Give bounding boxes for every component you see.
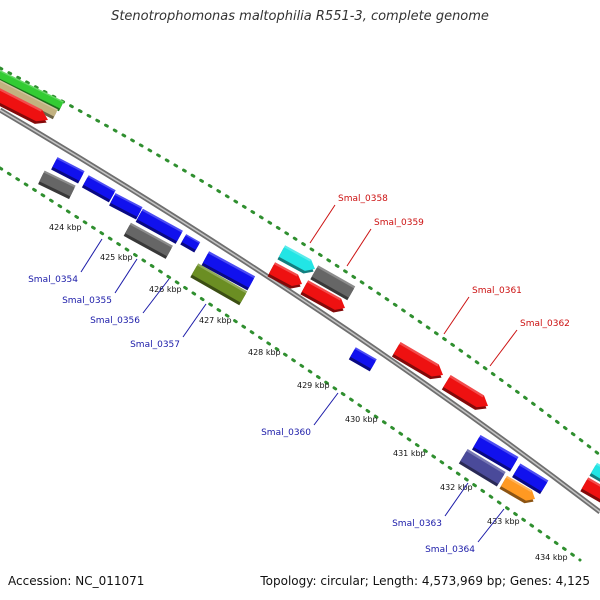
blue-feature-2 [201, 251, 256, 291]
gene-label: Smal_0354 [28, 275, 78, 285]
gene-leader-line [444, 482, 469, 517]
gene-leader-line [313, 392, 339, 426]
gene-label: Smal_0364 [425, 545, 475, 555]
gene-leader-line [346, 228, 372, 267]
gene-label: Smal_0356 [90, 316, 140, 326]
top-left-red-feature [0, 87, 49, 124]
smal-0355-arrow [81, 175, 116, 203]
gene-leader-line [309, 204, 336, 244]
gene-label: Smal_0363 [392, 519, 442, 529]
smal-0354-arrow [51, 157, 85, 184]
smal-0361-arrow [391, 341, 443, 380]
gene-leader-line [114, 258, 138, 294]
gene-label: Smal_0359 [374, 218, 424, 228]
kbp-label: 430 kbp [345, 415, 378, 424]
kbp-label: 434 kbp [535, 553, 568, 562]
kbp-label: 427 kbp [199, 316, 232, 325]
tick-track-outer [0, 66, 600, 457]
smal-0360-arrow [348, 347, 377, 372]
tick-track-inner [0, 166, 582, 562]
top-left-green-feature [0, 68, 64, 112]
kbp-label: 429 kbp [297, 381, 330, 390]
smal-0364-blue-arrow [512, 463, 549, 495]
smal-0356-arrow [109, 193, 143, 220]
gene-label: Smal_0357 [130, 340, 180, 350]
smal-0359-red-arrow [300, 280, 345, 313]
gene-leader-line [489, 329, 518, 367]
kbp-label: 433 kbp [487, 517, 520, 526]
smal-0363-slate-arrow [458, 449, 506, 487]
gene-label: Smal_0355 [62, 296, 112, 306]
gene-label: Smal_0360 [261, 428, 311, 438]
kbp-label: 425 kbp [100, 253, 133, 262]
kbp-label: 426 kbp [149, 285, 182, 294]
small-blue-feature [180, 234, 201, 253]
genome-backbone [0, 107, 600, 514]
kbp-label: 424 kbp [49, 223, 82, 232]
gene-leader-line [477, 508, 505, 543]
gene-leader-line [443, 296, 470, 335]
accession-text: Accession: NC_011071 [8, 574, 145, 588]
gene-leader-line [142, 278, 170, 314]
smal-0357-arrow [135, 208, 183, 244]
genome-backbone-highlight [0, 109, 600, 513]
map-title: Stenotrophomonas maltophilia R551-3, com… [111, 9, 489, 24]
smal-0362-arrow [441, 375, 488, 410]
smal-0364-orange-arrow [499, 475, 536, 504]
smal-0358-red-arrow [267, 262, 303, 289]
smal-0359-gray-arrow [310, 265, 356, 301]
genome-stats: Topology: circular; Length: 4,573,969 bp… [260, 574, 590, 588]
smal-0363-blue-arrow [471, 434, 519, 472]
smal-0358-cyan-arrow [277, 245, 316, 274]
kbp-label: 431 kbp [393, 449, 426, 458]
gene-label: Smal_0358 [338, 194, 388, 204]
gray-feature-1 [38, 170, 76, 200]
kbp-label: 432 kbp [440, 483, 473, 492]
gray-feature-2 [123, 222, 173, 259]
olive-feature [190, 263, 248, 306]
gene-leader-line [182, 303, 207, 338]
gene-leader-line [80, 238, 103, 273]
right-edge-red-feature [580, 477, 600, 504]
gene-label: Smal_0361 [472, 286, 522, 296]
kbp-label: 428 kbp [248, 348, 281, 357]
gene-label: Smal_0362 [520, 319, 570, 329]
